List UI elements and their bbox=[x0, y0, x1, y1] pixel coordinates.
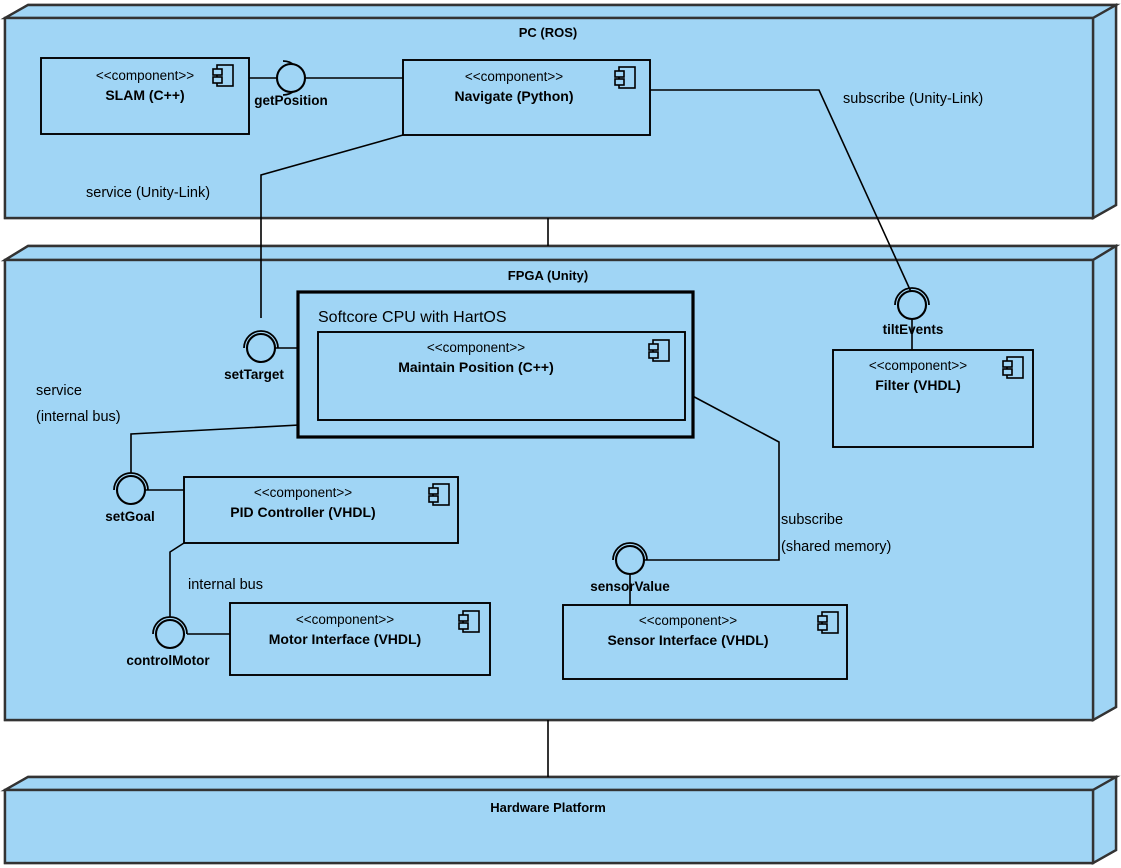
socket-interface-icon bbox=[243, 330, 279, 349]
component-slam-stereotype: <<component>> bbox=[96, 68, 194, 83]
component-pid-controller[interactable]: <<component>> PID Controller (VHDL) bbox=[183, 476, 459, 544]
connector-service-unity-link bbox=[260, 134, 404, 318]
frame-softcore-cpu-label: Softcore CPU with HartOS bbox=[318, 309, 507, 326]
label-subscribe-unity-link: subscribe (Unity-Link) bbox=[843, 91, 983, 107]
component-filter-name: Filter (VHDL) bbox=[875, 377, 961, 393]
node-hardware-platform-label: Hardware Platform bbox=[490, 800, 606, 815]
component-slam[interactable]: <<component>> SLAM (C++) bbox=[40, 57, 250, 135]
component-slam-name: SLAM (C++) bbox=[105, 87, 184, 103]
interface-getposition[interactable]: getPosition bbox=[254, 60, 328, 108]
interface-tiltevents-label: tiltEvents bbox=[883, 322, 944, 337]
ball-interface-icon bbox=[115, 474, 147, 506]
ball-interface-icon bbox=[896, 289, 928, 321]
ball-interface-icon bbox=[154, 618, 186, 650]
label-service-internal-bus-line1: service bbox=[36, 383, 82, 399]
socket-interface-icon bbox=[113, 472, 149, 491]
component-maintain-position-stereotype: <<component>> bbox=[427, 340, 525, 355]
component-navigate-name: Navigate (Python) bbox=[454, 88, 573, 104]
label-service-internal-bus-line2: (internal bus) bbox=[36, 409, 121, 425]
component-pid-controller-stereotype: <<component>> bbox=[254, 485, 352, 500]
node-pc-label: PC (ROS) bbox=[519, 25, 578, 40]
component-filter[interactable]: <<component>> Filter (VHDL) bbox=[832, 349, 1034, 448]
interface-sensorvalue[interactable]: sensorValue bbox=[590, 542, 670, 594]
component-navigate-stereotype: <<component>> bbox=[465, 69, 563, 84]
node-hardware-platform[interactable]: Hardware Platform bbox=[0, 774, 1121, 866]
component-sensor-interface-stereotype: <<component>> bbox=[639, 613, 737, 628]
component-maintain-position[interactable]: <<component>> Maintain Position (C++) bbox=[317, 331, 686, 421]
node-fpga-label: FPGA (Unity) bbox=[508, 268, 588, 283]
component-sensor-interface[interactable]: <<component>> Sensor Interface (VHDL) bbox=[562, 604, 848, 680]
component-motor-interface-name: Motor Interface (VHDL) bbox=[269, 631, 421, 647]
label-subscribe-shared-memory-line2: (shared memory) bbox=[781, 539, 891, 555]
component-filter-stereotype: <<component>> bbox=[869, 358, 967, 373]
socket-interface-icon bbox=[152, 616, 188, 635]
ball-interface-icon bbox=[245, 332, 277, 364]
component-navigate[interactable]: <<component>> Navigate (Python) bbox=[402, 59, 651, 136]
component-motor-interface-stereotype: <<component>> bbox=[296, 612, 394, 627]
component-maintain-position-name: Maintain Position (C++) bbox=[398, 359, 554, 375]
interface-sensorvalue-label: sensorValue bbox=[590, 579, 670, 594]
label-internal-bus: internal bus bbox=[188, 577, 263, 593]
connector-service-internal-bus bbox=[130, 423, 319, 473]
socket-interface-icon bbox=[894, 287, 930, 306]
ball-interface-icon bbox=[275, 62, 307, 94]
connector-subscribe-unity-link bbox=[650, 89, 913, 295]
connector-subscribe-shared-memory bbox=[645, 391, 780, 561]
interface-setgoal[interactable]: setGoal bbox=[105, 472, 155, 524]
component-motor-interface[interactable]: <<component>> Motor Interface (VHDL) bbox=[229, 602, 491, 676]
interface-settarget[interactable]: setTarget bbox=[224, 330, 284, 382]
ball-interface-icon bbox=[614, 544, 646, 576]
label-service-unity-link: service (Unity-Link) bbox=[86, 185, 210, 201]
socket-interface-icon bbox=[612, 542, 648, 561]
component-sensor-interface-name: Sensor Interface (VHDL) bbox=[607, 632, 768, 648]
interface-setgoal-label: setGoal bbox=[105, 509, 155, 524]
interface-tiltevents[interactable]: tiltEvents bbox=[883, 287, 944, 337]
component-pid-controller-name: PID Controller (VHDL) bbox=[230, 504, 375, 520]
interface-controlmotor-label: controlMotor bbox=[126, 653, 210, 668]
interface-settarget-label: setTarget bbox=[224, 367, 284, 382]
connector-internal-bus bbox=[169, 542, 185, 617]
label-subscribe-shared-memory-line1: subscribe bbox=[781, 512, 843, 528]
interface-controlmotor[interactable]: controlMotor bbox=[126, 616, 210, 668]
interface-getposition-label: getPosition bbox=[254, 93, 328, 108]
